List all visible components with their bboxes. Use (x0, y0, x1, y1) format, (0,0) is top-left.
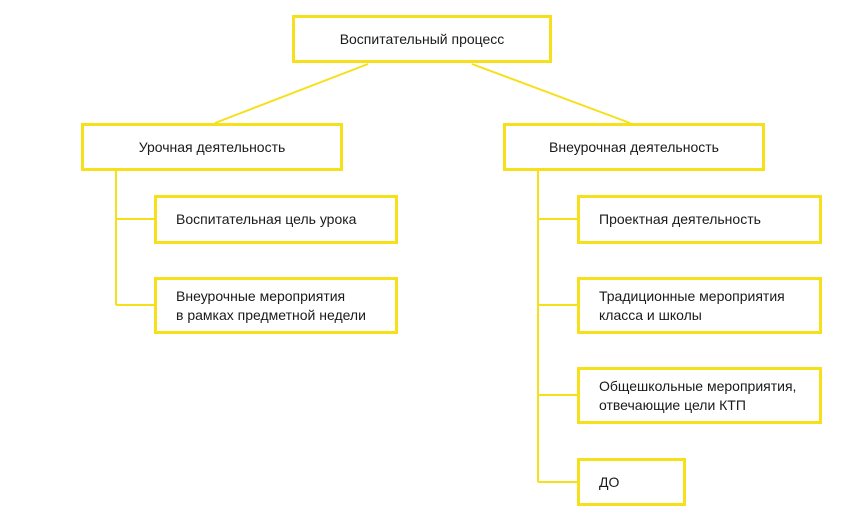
child-node-project-activity: Проектная деятельность (577, 195, 822, 244)
child-node-subject-week-events: Внеурочные мероприятия в рамках предметн… (154, 277, 398, 334)
connector-root-left (214, 63, 369, 124)
branch-node-lesson-activity: Урочная деятельность (81, 123, 343, 171)
child-node-label: Общешкольные мероприятия, отвечающие цел… (599, 377, 797, 413)
branch-node-label: Урочная деятельность (138, 138, 286, 155)
root-node-label: Воспитательный процесс (339, 30, 505, 47)
child-node-label: Традиционные мероприятия класса и школы (599, 287, 785, 323)
connector-root-right (471, 63, 631, 124)
child-node-lesson-goal: Воспитательная цель урока (154, 195, 398, 244)
child-node-traditional-events: Традиционные мероприятия класса и школы (577, 277, 822, 334)
child-node-school-wide-events: Общешкольные мероприятия, отвечающие цел… (577, 367, 822, 424)
child-node-label: Внеурочные мероприятия в рамках предметн… (176, 287, 366, 323)
branch-node-label: Внеурочная деятельность (549, 138, 719, 155)
child-node-label: Воспитательная цель урока (176, 211, 357, 227)
branch-node-extracurricular-activity: Внеурочная деятельность (503, 123, 765, 171)
child-node-do: ДО (577, 458, 686, 506)
root-node: Воспитательный процесс (292, 15, 552, 63)
child-node-label: ДО (599, 473, 620, 490)
child-node-label: Проектная деятельность (599, 211, 761, 227)
